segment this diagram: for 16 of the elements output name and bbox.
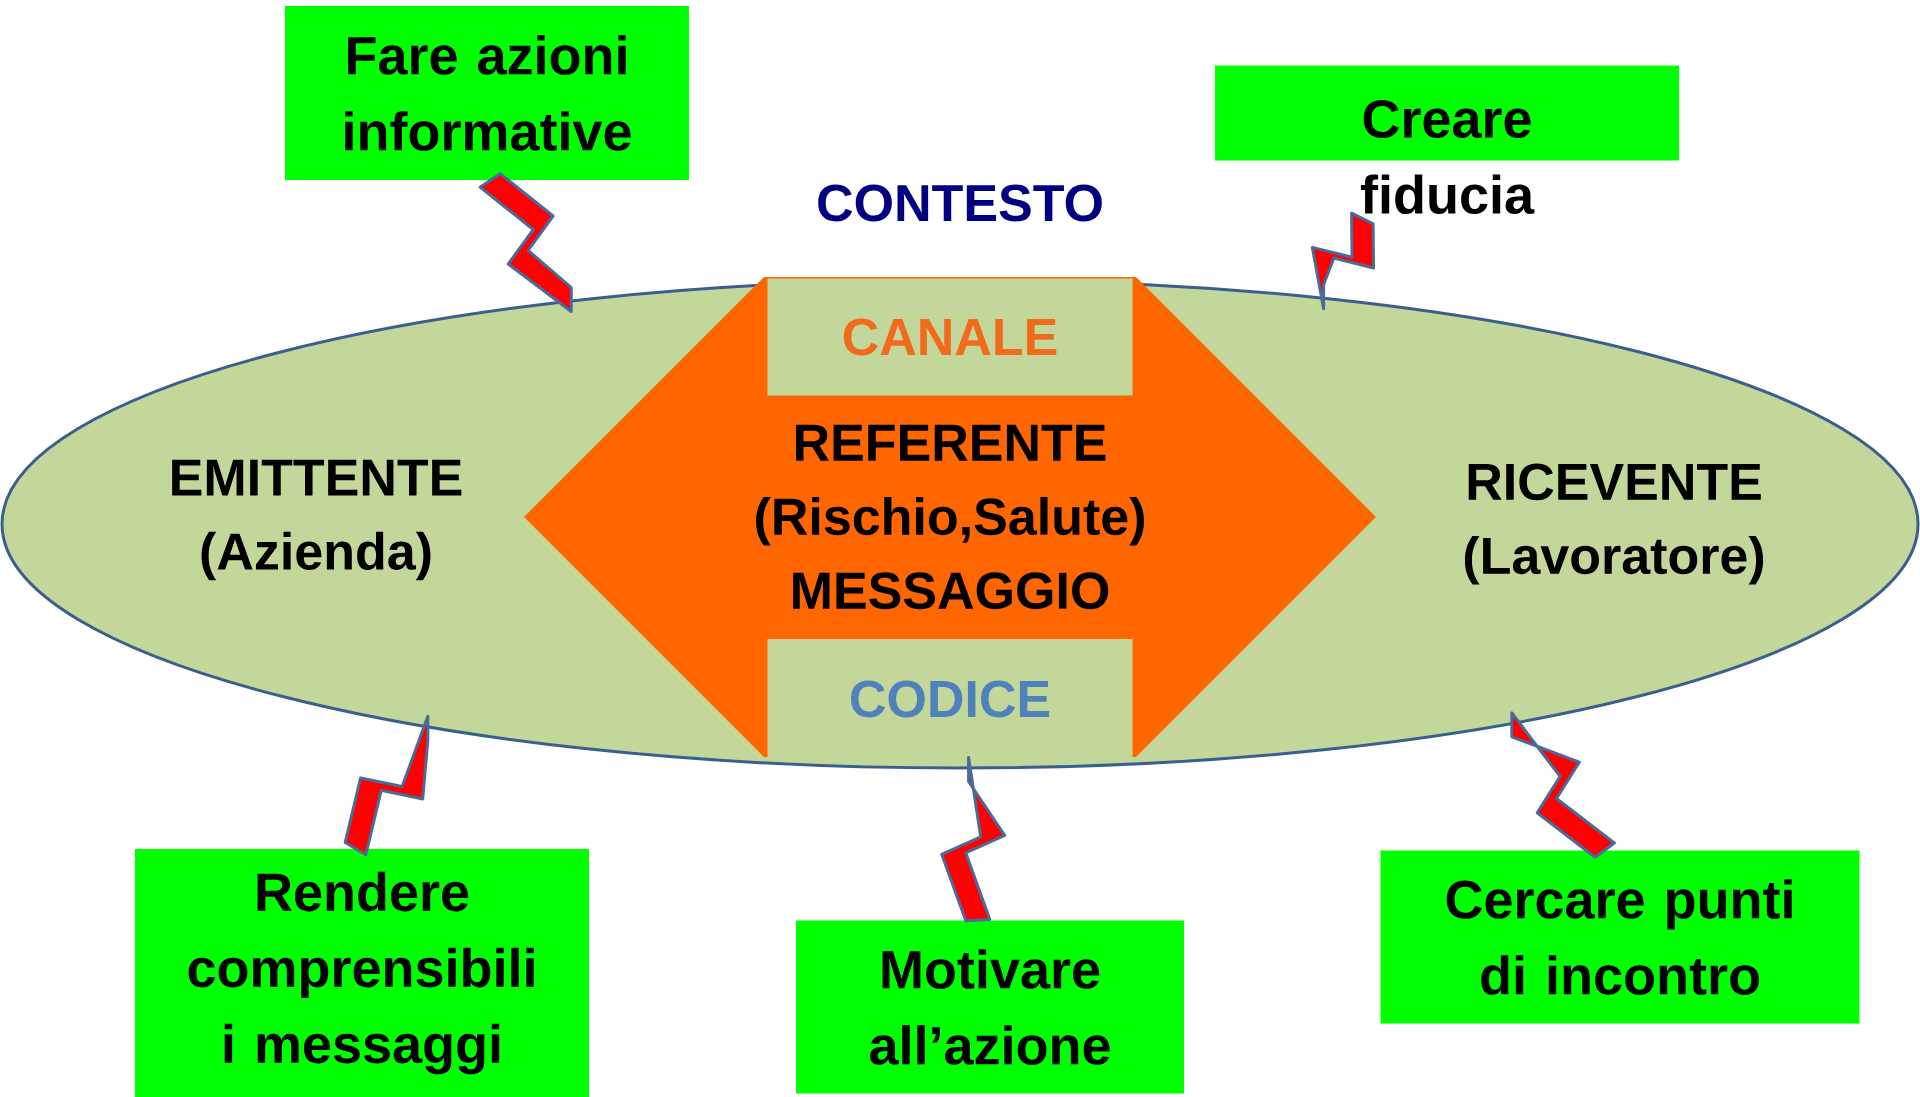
action-box: Creare fiducia <box>1215 65 1680 215</box>
label-box: CODICE <box>767 639 1133 759</box>
role-text: EMITTENTE (Azienda) <box>172 459 462 581</box>
action-box: Cercare punti di incontro <box>1380 850 1860 1024</box>
role-text: RICEVENTE (Lavoratore) <box>1464 463 1764 585</box>
lightning-bolt <box>940 756 1007 923</box>
lightning-bolt <box>343 714 430 857</box>
lightning-bolt <box>478 172 573 314</box>
action-box: Rendere comprensibili i messaggi <box>135 849 589 1097</box>
lightning-bolt <box>1510 711 1616 859</box>
action-box: Motivare all’azione <box>796 920 1184 1094</box>
action-box: Fare azioni informative <box>285 6 689 180</box>
lightning-bolt <box>1310 211 1376 311</box>
node-label: fiducia <box>1360 174 1535 215</box>
node-label: CODICE <box>851 680 1050 718</box>
label-box: CANALE <box>767 278 1133 396</box>
